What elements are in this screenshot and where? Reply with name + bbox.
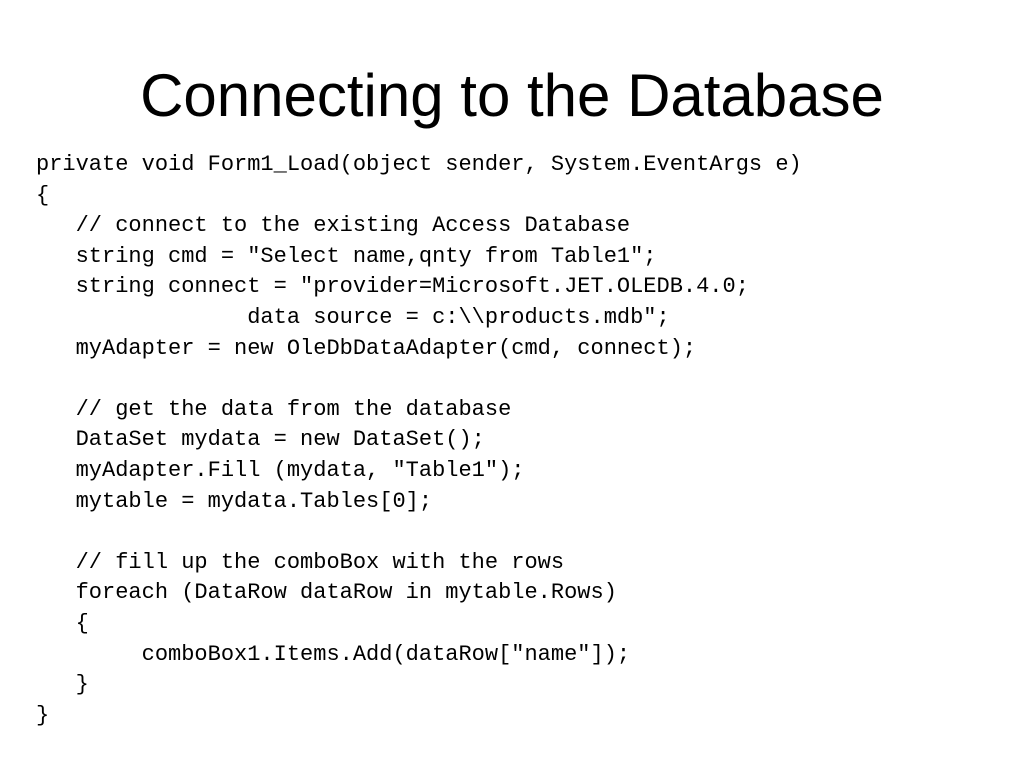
- code-line: private void Form1_Load(object sender, S…: [36, 152, 802, 177]
- code-line: {: [36, 182, 50, 208]
- slide-title: Connecting to the Database: [140, 62, 884, 129]
- code-line: // get the data from the database: [36, 396, 512, 422]
- code-line: [36, 364, 1006, 395]
- code-line: {: [36, 610, 89, 636]
- code-line: [36, 517, 1006, 548]
- code-line: string cmd = "Select name,qnty from Tabl…: [36, 243, 657, 269]
- code-line: // connect to the existing Access Databa…: [36, 213, 631, 239]
- code-line: myAdapter.Fill (mydata, "Table1");: [36, 457, 525, 483]
- code-line: mytable = mydata.Tables[0];: [36, 488, 433, 514]
- code-line: }: [36, 672, 89, 698]
- code-line: foreach (DataRow dataRow in mytable.Rows…: [36, 580, 617, 606]
- code-line: data source = c:\\products.mdb";: [36, 304, 670, 330]
- code-line: myAdapter = new OleDbDataAdapter(cmd, co…: [36, 335, 697, 361]
- code-line: string connect = "provider=Microsoft.JET…: [36, 274, 749, 300]
- code-block: private void Form1_Load(object sender, S…: [36, 150, 1006, 731]
- code-line: }: [36, 702, 50, 728]
- code-line: comboBox1.Items.Add(dataRow["name"]);: [36, 641, 631, 667]
- code-line: DataSet mydata = new DataSet();: [36, 427, 485, 453]
- code-line: // fill up the comboBox with the rows: [36, 549, 565, 575]
